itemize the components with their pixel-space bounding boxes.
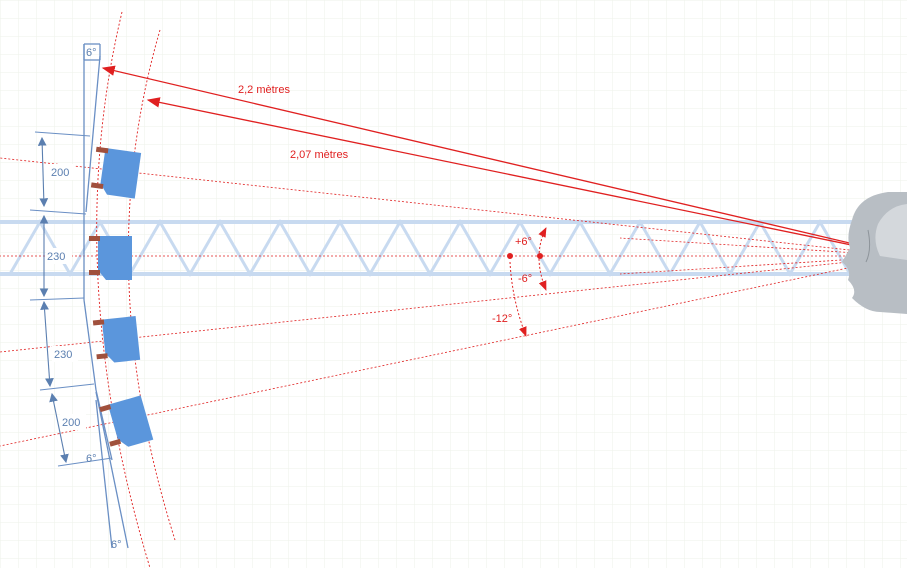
rigging-frame [83,43,129,549]
dimension-extensions [29,131,113,467]
speaker-1 [90,146,142,199]
arrow-far [101,65,906,257]
dimension-arrows [37,136,69,464]
angle-minus6-label: -6° [518,273,532,285]
angle-minus12-label: -12° [492,313,512,325]
dimension-labels: 200 230 230 200 [46,164,86,430]
truss [0,218,860,278]
distance-arrows [101,65,906,257]
speaker-2 [89,236,132,280]
dim-label-1: 200 [51,167,69,179]
speaker-cabinets [89,146,154,447]
dim-label-4: 200 [62,417,80,429]
dim-label-2: 230 [47,251,65,263]
radius-arcs [96,11,176,568]
angle-markers [509,227,547,337]
distance-near-label: 2,07 mètres [290,149,349,161]
tilt-label-mid: 6° [86,453,97,465]
dispersion-rays [0,157,906,447]
angle-plus6-label: +6° [515,236,532,248]
angle-points [507,253,543,259]
tilt-label-bottom: 6° [111,539,122,551]
dim-label-3: 230 [54,349,72,361]
speaker-4 [99,395,154,447]
arrow-near [146,97,906,257]
speaker-3 [92,316,141,363]
listener-head-icon [842,192,907,314]
distance-far-label: 2,2 mètres [238,84,290,96]
tilt-label-top: 6° [86,47,97,59]
